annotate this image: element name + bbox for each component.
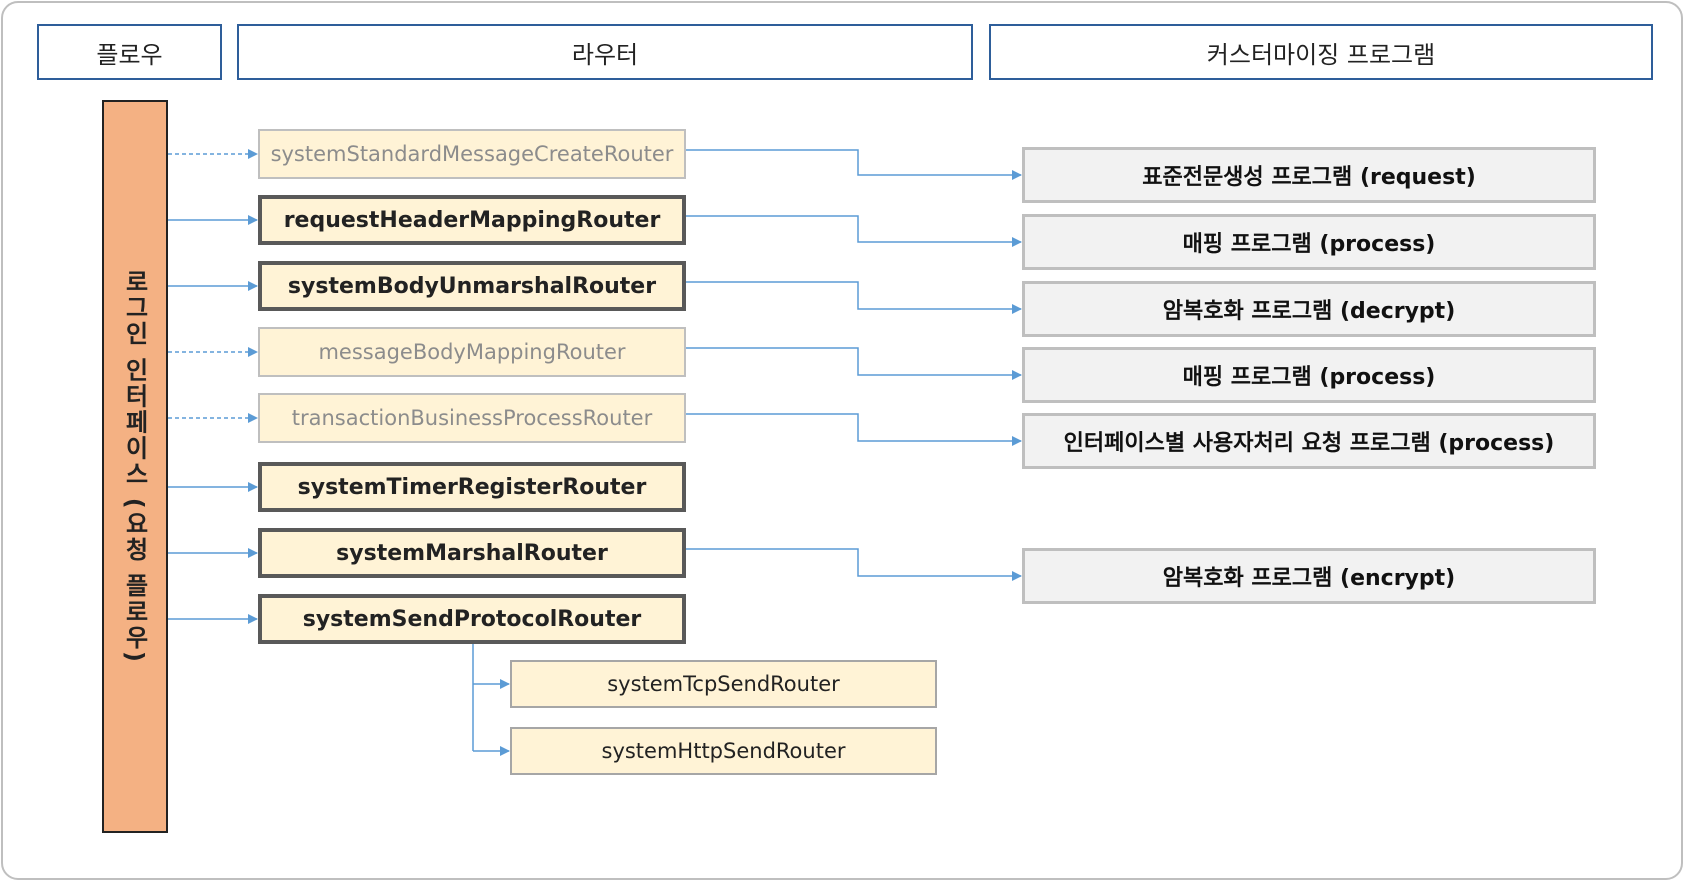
router-to-program-connector-1: [686, 215, 1022, 247]
router-to-program-connector-3: [686, 347, 1022, 380]
router-box-2: systemBodyUnmarshalRouter: [258, 261, 686, 311]
router-box-0-label: systemStandardMessageCreateRouter: [270, 142, 674, 166]
router-box-4-label: transactionBusinessProcessRouter: [291, 406, 653, 430]
sub-router-box-1: systemHttpSendRouter: [510, 727, 937, 775]
program-box-3-label: 매핑 프로그램 (process): [1182, 365, 1436, 390]
program-box-3: 매핑 프로그램 (process): [1022, 347, 1596, 403]
program-box-4-label: 인터페이스별 사용자처리 요청 프로그램 (process): [1063, 431, 1555, 456]
header-router: 라우터: [237, 24, 973, 80]
header-router-label: 라우터: [571, 40, 639, 69]
sub-router-box-1-label: systemHttpSendRouter: [601, 739, 846, 763]
program-box-0: 표준전문생성 프로그램 (request): [1022, 147, 1596, 203]
header-custom-label: 커스터마이징 프로그램: [1206, 40, 1436, 69]
router-box-5: systemTimerRegisterRouter: [258, 462, 686, 512]
router-box-5-label: systemTimerRegisterRouter: [297, 474, 647, 500]
header-flow: 플로우: [37, 24, 222, 80]
router-box-7-label: systemSendProtocolRouter: [302, 606, 642, 632]
router-to-program-connector-0: [686, 149, 1022, 180]
router-box-4: transactionBusinessProcessRouter: [258, 393, 686, 443]
router-box-2-label: systemBodyUnmarshalRouter: [287, 273, 657, 299]
program-box-0-label: 표준전문생성 프로그램 (request): [1142, 165, 1476, 190]
program-box-1: 매핑 프로그램 (process): [1022, 214, 1596, 270]
router-box-7: systemSendProtocolRouter: [258, 594, 686, 644]
sub-router-box-0: systemTcpSendRouter: [510, 660, 937, 708]
program-box-2: 암복호화 프로그램 (decrypt): [1022, 281, 1596, 337]
router-to-program-connector-5: [686, 548, 1022, 581]
program-box-5: 암복호화 프로그램 (encrypt): [1022, 548, 1596, 604]
router-box-3: messageBodyMappingRouter: [258, 327, 686, 377]
router-box-1: requestHeaderMappingRouter: [258, 195, 686, 245]
program-box-4: 인터페이스별 사용자처리 요청 프로그램 (process): [1022, 413, 1596, 469]
program-box-1-label: 매핑 프로그램 (process): [1182, 232, 1436, 257]
router-box-3-label: messageBodyMappingRouter: [318, 340, 626, 364]
sub-router-box-0-label: systemTcpSendRouter: [607, 672, 840, 696]
header-flow-label: 플로우: [96, 40, 163, 69]
program-box-5-label: 암복호화 프로그램 (encrypt): [1162, 566, 1456, 591]
router-box-0: systemStandardMessageCreateRouter: [258, 129, 686, 179]
flow-label: 로그인 인터페이스 (요청 플로우): [120, 268, 149, 664]
flow-box: 로그인 인터페이스 (요청 플로우): [102, 100, 168, 833]
header-custom-program: 커스터마이징 프로그램: [989, 24, 1653, 80]
program-box-2-label: 암복호화 프로그램 (decrypt): [1162, 299, 1456, 324]
router-box-6: systemMarshalRouter: [258, 528, 686, 578]
router-to-program-connector-4: [686, 413, 1022, 446]
router-box-1-label: requestHeaderMappingRouter: [283, 207, 661, 233]
router-to-program-connector-2: [686, 281, 1022, 314]
router-box-6-label: systemMarshalRouter: [336, 540, 608, 566]
